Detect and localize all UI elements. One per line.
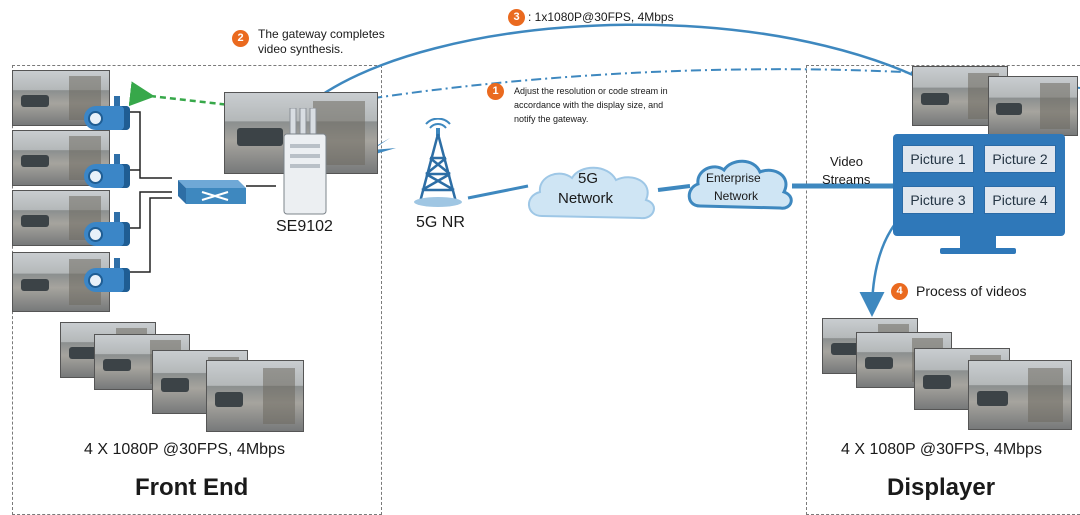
enterprise-network-cloud-icon (687, 159, 793, 210)
step-2-line2: video synthesis. (258, 42, 344, 56)
step-3-badge: 3 (508, 9, 525, 26)
picture-1-cell: Picture 1 (902, 145, 974, 173)
step-2-badge: 2 (232, 30, 249, 47)
step-2-line1: The gateway completes (258, 27, 385, 41)
green-dashed-link (128, 81, 297, 123)
tower-to-5g-line (467, 184, 529, 200)
step-4-badge: 4 (891, 283, 908, 300)
step-1-badge: 1 (487, 83, 504, 100)
tower-icon (414, 118, 462, 207)
picture-3-cell: Picture 3 (902, 186, 974, 214)
video-streams-line1: Video (830, 154, 864, 169)
monitor-stand (960, 236, 996, 250)
front-stack-feed-4 (206, 360, 304, 432)
picture-4-cell: Picture 4 (984, 186, 1056, 214)
tower-label: 5G NR (416, 214, 465, 231)
enterprise-network-line2: Network (714, 189, 759, 203)
displayer-spec: 4 X 1080P @30FPS, 4Mbps (841, 441, 1042, 458)
picture-2-cell: Picture 2 (984, 145, 1056, 173)
step-1-line2: accordance with the display size, and (514, 100, 664, 110)
display-stack-feed-4 (968, 360, 1072, 430)
synthesized-stream-arc (301, 23, 989, 122)
step-1-line1: Adjust the resolution or code stream in (514, 86, 668, 96)
front-end-title: Front End (135, 474, 249, 501)
5g-network-cloud-icon (528, 166, 655, 220)
step-4-text: Process of videos (916, 283, 1027, 299)
monitor-base (940, 248, 1016, 254)
5g-network-line2: Network (558, 190, 614, 207)
gateway-device-icon (283, 108, 327, 215)
displayer-title: Displayer (887, 474, 996, 501)
5g-to-enterprise-line (657, 184, 691, 192)
camera-wiring (126, 111, 276, 273)
enterprise-network-line1: Enterprise (706, 171, 761, 185)
switch-icon (178, 180, 246, 204)
gateway-label: SE9102 (276, 218, 333, 235)
front-end-spec: 4 X 1080P @30FPS, 4Mbps (84, 441, 285, 458)
display-input-feed-2 (988, 76, 1078, 136)
step-1-line3: notify the gateway. (514, 114, 589, 124)
5g-network-line1: 5G (578, 170, 599, 187)
video-streams-line2: Streams (822, 172, 871, 187)
step-3-text: : 1x1080P@30FPS, 4Mbps (528, 10, 674, 24)
